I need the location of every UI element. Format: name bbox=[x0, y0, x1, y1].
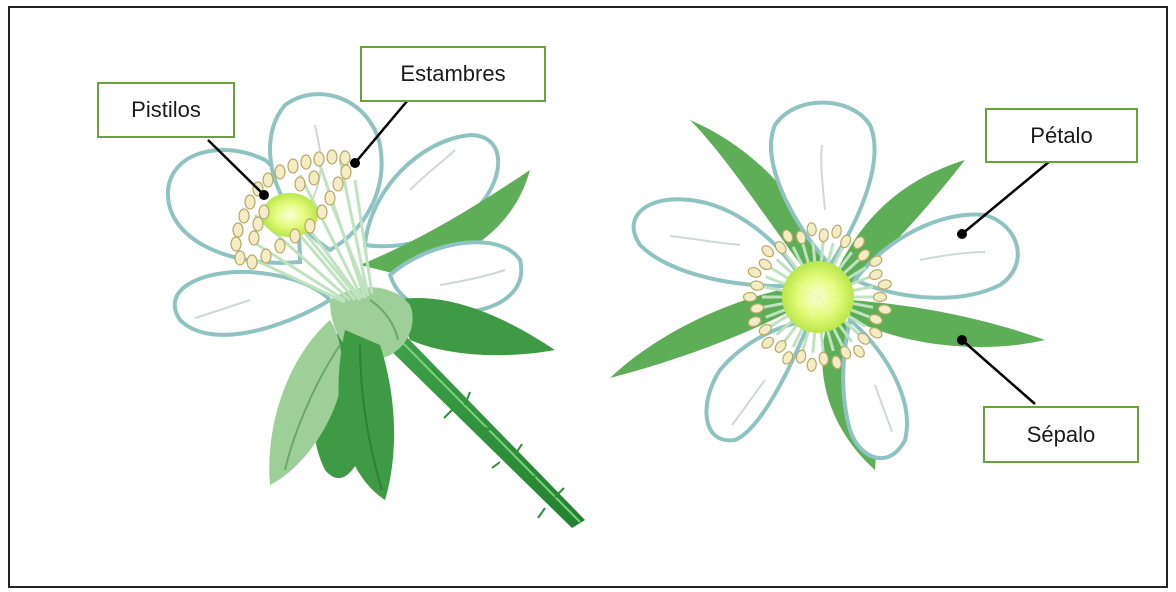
label-petalo: Pétalo bbox=[985, 108, 1138, 163]
label-estambres: Estambres bbox=[360, 46, 546, 102]
pointer-dot-estambres bbox=[350, 158, 360, 168]
side-view-flower bbox=[168, 94, 585, 528]
anther bbox=[874, 293, 887, 302]
label-sepalo: Sépalo bbox=[983, 406, 1139, 463]
leader-line-sepalo bbox=[962, 340, 1035, 404]
pointer-dot-pistilos bbox=[259, 190, 269, 200]
pointer-dot-petalo bbox=[957, 229, 967, 239]
petal-lower-left bbox=[175, 272, 330, 335]
pointer-dot-sepalo bbox=[957, 335, 967, 345]
leader-line-petalo bbox=[962, 161, 1050, 234]
anther bbox=[807, 358, 817, 372]
label-pistilos: Pistilos bbox=[97, 82, 235, 138]
top-view-flower bbox=[610, 103, 1045, 471]
anther bbox=[744, 293, 757, 302]
